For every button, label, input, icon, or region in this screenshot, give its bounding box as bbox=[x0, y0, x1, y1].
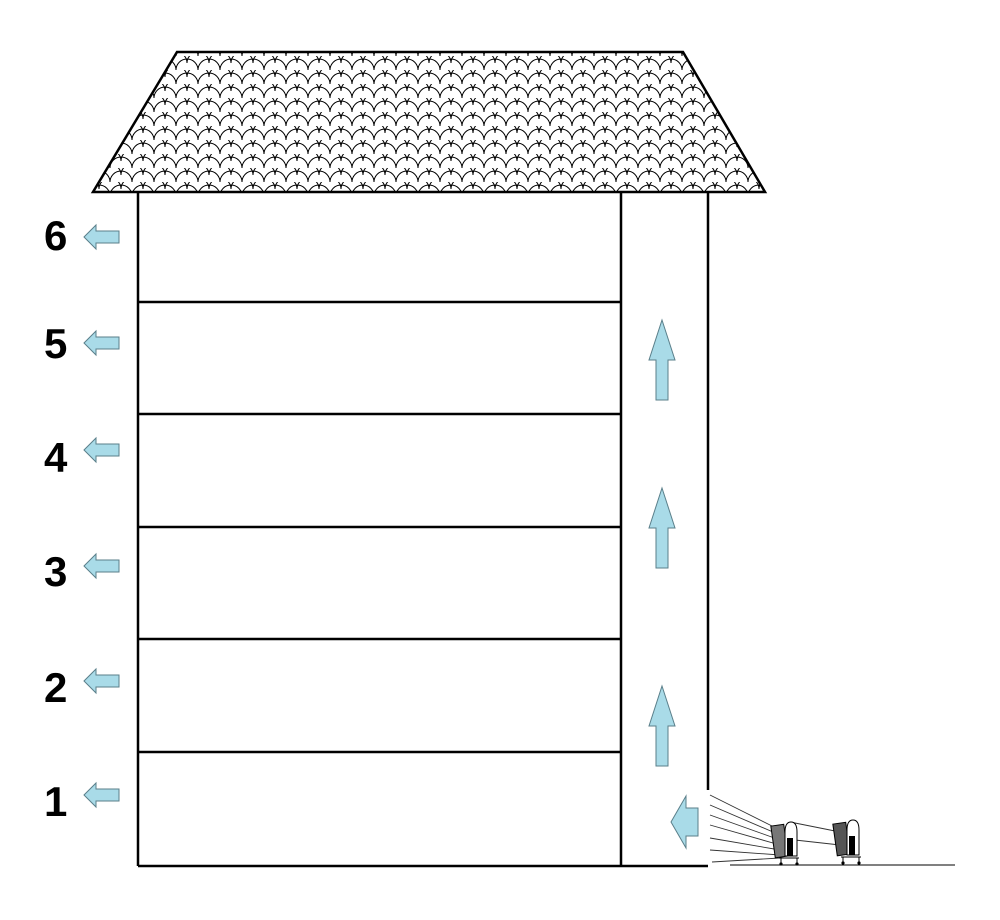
left-arrow-icon bbox=[83, 329, 120, 357]
building bbox=[136, 192, 710, 868]
left-arrow-icon bbox=[83, 223, 120, 251]
shaft-arrows bbox=[648, 318, 676, 767]
floor-label-6: 6 bbox=[44, 212, 67, 259]
roof bbox=[90, 50, 768, 194]
up-arrow-icon bbox=[648, 684, 676, 767]
floor-labels: 1 2 3 4 5 6 bbox=[44, 212, 68, 825]
fan-unit-icon bbox=[832, 819, 861, 865]
up-arrow-icon bbox=[648, 486, 676, 569]
floor-label-1: 1 bbox=[44, 778, 67, 825]
left-arrow-icon bbox=[83, 781, 120, 809]
fan-unit-icon bbox=[770, 821, 799, 866]
outflow-arrows bbox=[83, 223, 120, 809]
floor-label-4: 4 bbox=[44, 434, 68, 481]
floor-label-3: 3 bbox=[44, 548, 67, 595]
up-arrow-icon bbox=[648, 318, 676, 401]
left-arrow-icon bbox=[83, 667, 120, 695]
left-arrow-icon bbox=[83, 436, 120, 464]
floor-label-5: 5 bbox=[44, 320, 67, 367]
floor-label-2: 2 bbox=[44, 664, 67, 711]
left-arrow-icon bbox=[83, 552, 120, 580]
left-arrow-icon bbox=[670, 794, 699, 850]
air-jet-lines bbox=[709, 794, 841, 863]
